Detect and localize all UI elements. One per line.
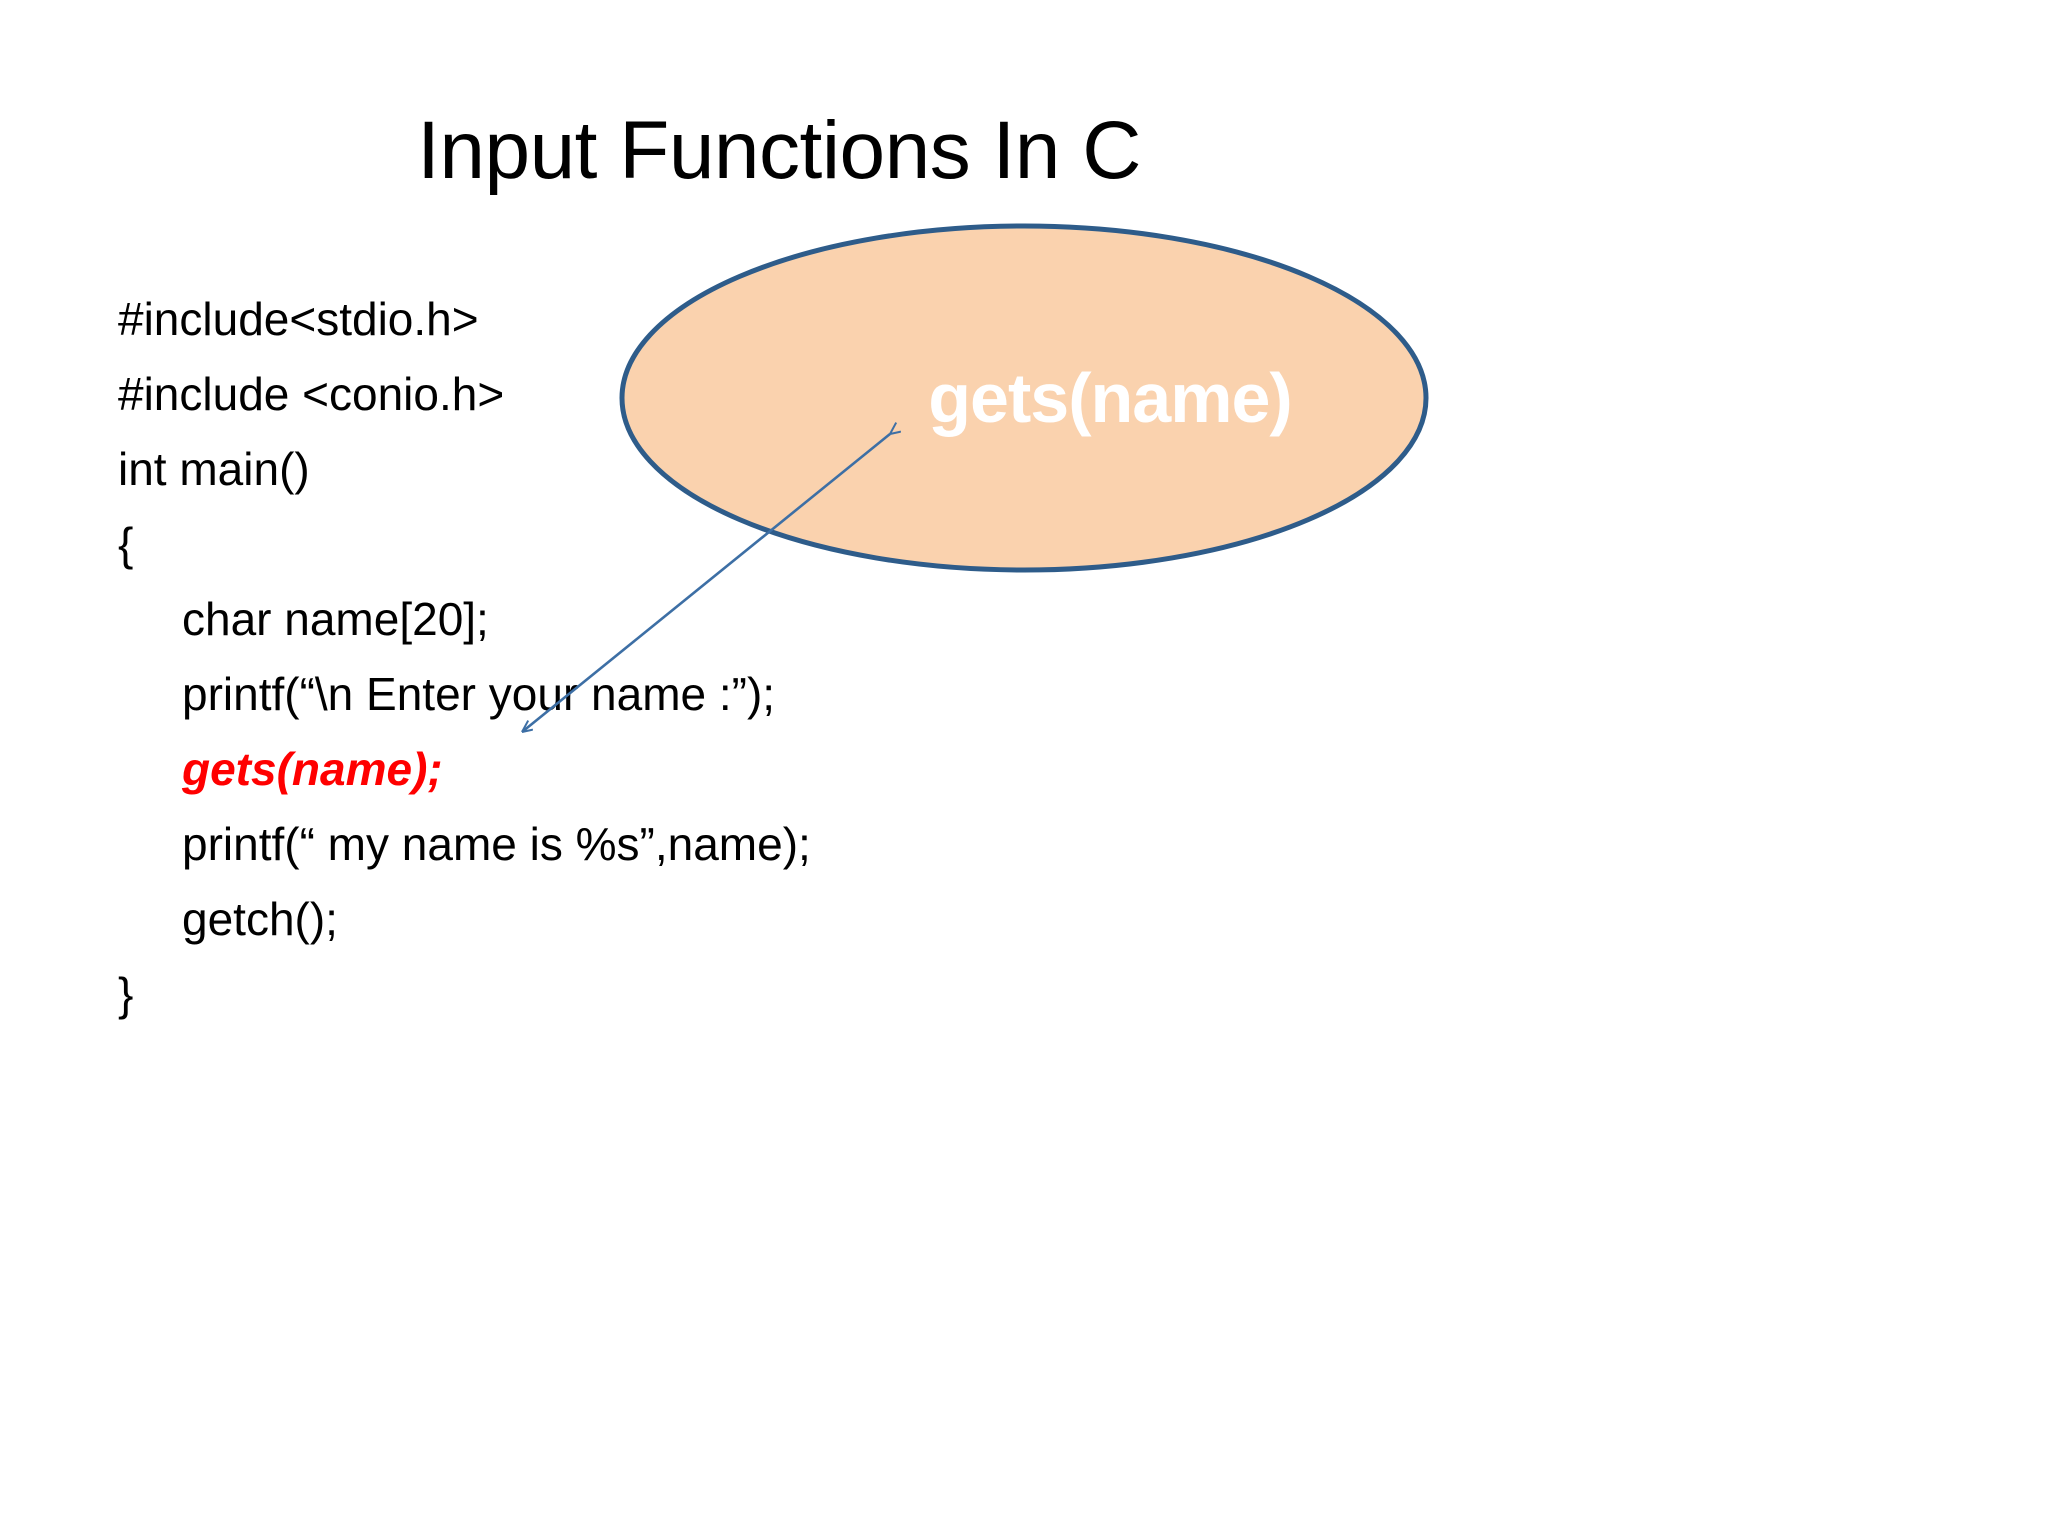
code-line: getch();	[182, 893, 338, 945]
code-line: #include <conio.h>	[118, 368, 505, 420]
code-line: printf(“ my name is %s”,name);	[182, 818, 811, 870]
page-title: Input Functions In C	[417, 105, 1141, 196]
code-line: #include<stdio.h>	[118, 293, 479, 345]
code-line: char name[20];	[182, 593, 489, 645]
code-line: printf(“\n Enter your name :”);	[182, 668, 776, 720]
code-line-highlighted: gets(name);	[182, 743, 443, 795]
callout-label: gets(name)	[928, 359, 1292, 437]
code-line: {	[118, 518, 134, 570]
code-line: }	[118, 968, 134, 1020]
code-listing: #include<stdio.h> #include <conio.h> int…	[118, 282, 1078, 1032]
code-line: int main()	[118, 443, 310, 495]
callout-ellipse: gets(name)	[618, 222, 1430, 574]
